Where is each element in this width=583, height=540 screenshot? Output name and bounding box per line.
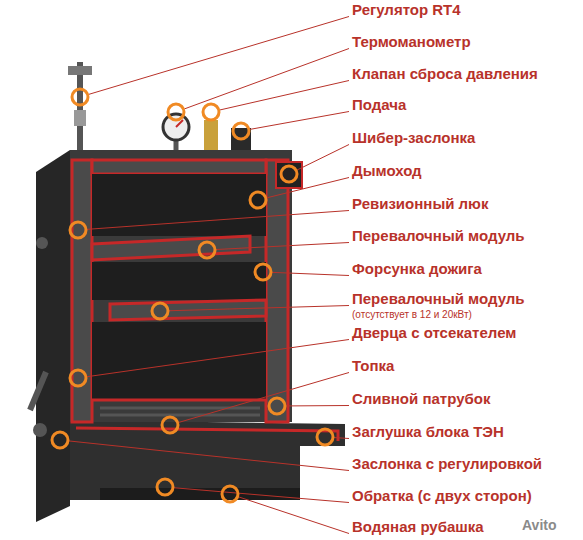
callout-circle: [250, 192, 266, 208]
callout-circle: [70, 222, 86, 238]
callout-label: Регулятор RT4: [352, 2, 461, 19]
baffle-1: [92, 236, 250, 260]
leader-line: [272, 272, 349, 275]
jacket-right: [266, 160, 288, 422]
callout-label: Сливной патрубок: [352, 391, 490, 408]
callout-label: Топка: [352, 358, 394, 375]
flue-pass: [92, 174, 266, 236]
callout-circle: [52, 432, 68, 448]
callout-label: Подача: [352, 97, 406, 114]
jacket-top: [92, 160, 266, 174]
leader-line: [216, 243, 349, 250]
leader-line: [184, 49, 349, 109]
callout-label: Заслонка с регулировкой: [352, 456, 542, 473]
damper-knob: [33, 423, 47, 437]
leader-line: [69, 441, 349, 471]
supply-pipe: [231, 128, 251, 150]
leader-line: [179, 373, 349, 423]
callout-circle: [162, 417, 178, 433]
callout-label: Клапан сброса давления: [352, 66, 538, 83]
leader-line: [286, 405, 349, 406]
drawing-part: [100, 414, 260, 417]
callout-label: Перевалочный модуль: [352, 291, 525, 308]
boiler-body: [70, 150, 292, 422]
baffle-2: [110, 300, 266, 320]
callout-circle: [269, 398, 285, 414]
callout-circle: [199, 242, 215, 258]
drawing-part: [100, 407, 260, 410]
watermark: Avito: [522, 518, 556, 533]
callout-circle: [317, 429, 333, 445]
callout-circle: [72, 89, 88, 105]
callout-label: Форсунка дожига: [352, 261, 482, 278]
leader-line: [239, 497, 349, 534]
leader-line: [169, 306, 349, 311]
callout-label: Перевалочный модуль: [352, 228, 525, 245]
leader-line: [87, 211, 349, 230]
firebox: [92, 322, 266, 400]
gauge-needle: [176, 120, 183, 127]
grate: [100, 408, 260, 415]
callout-circle: [281, 166, 297, 182]
callout-circle: [222, 486, 238, 502]
callout-label: Водяная рубашка: [352, 519, 484, 536]
regulator-handle: [68, 66, 92, 75]
leader-line: [250, 112, 349, 130]
front-panel: [36, 150, 70, 522]
callout-circle: [255, 264, 271, 280]
callout-label: Шибер-заслонка: [352, 130, 475, 147]
leader-line: [334, 437, 349, 439]
firebox-floor: [92, 399, 266, 402]
regulator-rod: [77, 62, 83, 150]
chimney: [276, 162, 302, 188]
door-handle: [36, 237, 48, 249]
regulator-body: [74, 110, 86, 126]
relief-valve: [204, 120, 218, 150]
jacket-left: [72, 160, 92, 422]
callout-label: Дверца с отсекателем: [352, 325, 516, 342]
leader-line: [220, 81, 349, 110]
callout-label: (отсутствует в 12 и 20кВт): [352, 309, 472, 320]
leader-line: [267, 178, 349, 198]
callout-label: Дымоход: [352, 163, 422, 180]
flue-pass: [92, 262, 266, 300]
callout-circle: [70, 370, 86, 386]
tray-cut: [76, 428, 338, 441]
leader-line: [89, 17, 349, 95]
callout-label: Обратка (с двух сторон): [352, 488, 532, 505]
callout-circle: [152, 303, 168, 319]
leader-line: [297, 145, 349, 171]
leader-line: [87, 340, 349, 377]
callout-label: Термоманометр: [352, 34, 471, 51]
callout-circle: [168, 104, 184, 120]
door-lever: [30, 372, 46, 410]
gauge-dial: [163, 114, 189, 140]
callout-label: Ревизионный люк: [352, 196, 488, 213]
base-plate: [100, 488, 300, 500]
callout-circle: [203, 104, 219, 120]
leader-line: [174, 488, 349, 503]
callout-label: Заглушка блока ТЭН: [352, 424, 504, 441]
callout-circle: [233, 123, 249, 139]
callout-circle: [157, 479, 173, 495]
ash-tray: [70, 420, 345, 500]
